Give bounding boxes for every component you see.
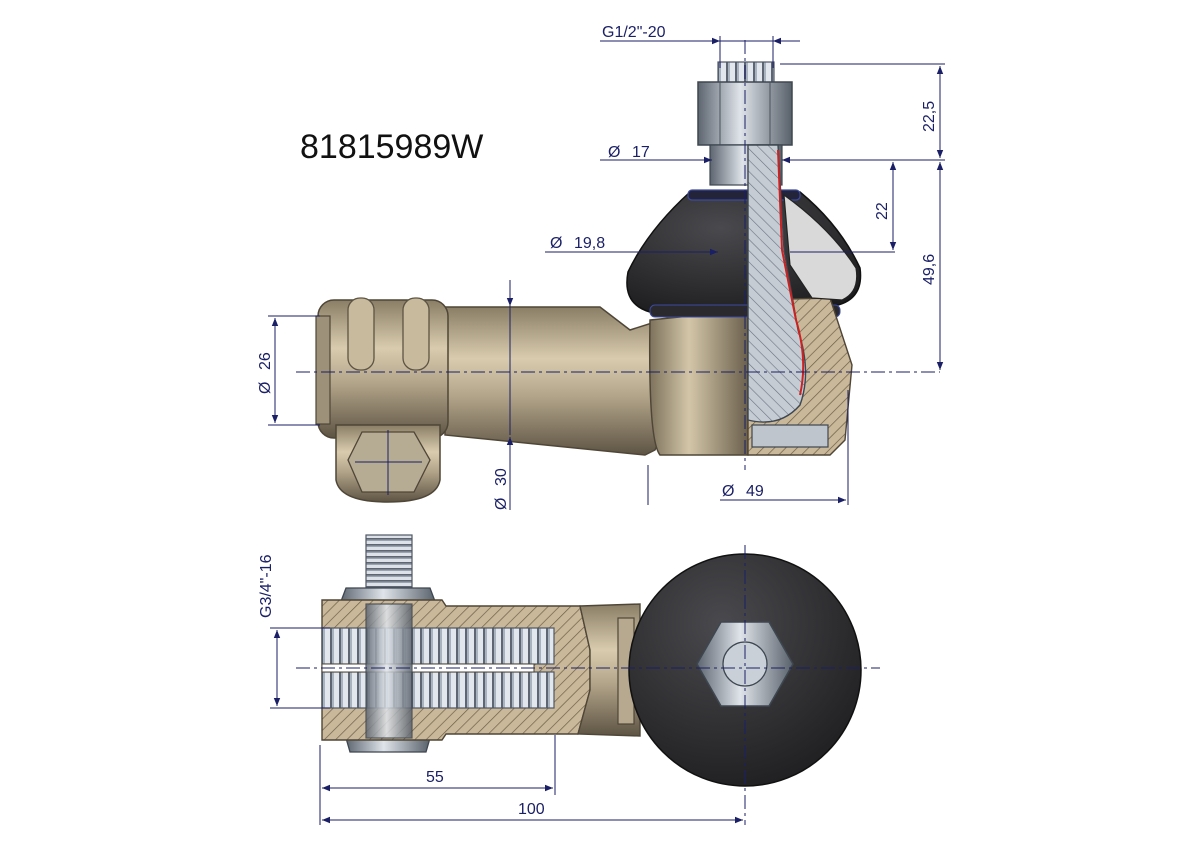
dim-d19-8: 19,8 bbox=[574, 235, 605, 252]
ball-joint-housing bbox=[648, 309, 749, 456]
dim-l100: 100 bbox=[518, 801, 545, 818]
shaft-threads-upper bbox=[321, 627, 555, 665]
dim-d17: 17 bbox=[632, 144, 650, 161]
diameter-symbol-17: Ø bbox=[608, 144, 620, 161]
dimensions-bottom: G3/4"-16 55 100 bbox=[258, 554, 743, 825]
section-boot bbox=[783, 193, 858, 301]
dim-h22: 22 bbox=[874, 202, 891, 220]
clamp-bolt-shank bbox=[365, 603, 413, 739]
dim-d30: 30 bbox=[493, 468, 510, 486]
dim-g-half-thread: G1/2"-20 bbox=[602, 24, 666, 41]
dim-h22-5: 22,5 bbox=[921, 101, 938, 132]
diameter-symbol-26: Ø bbox=[257, 382, 274, 394]
clamp-ridge-left bbox=[347, 297, 375, 371]
dim-l55: 55 bbox=[426, 769, 444, 786]
dim-g-three-quarter-thread: G3/4"-16 bbox=[258, 554, 275, 618]
clamp-bolt-thread bbox=[365, 534, 413, 592]
dim-d49: 49 bbox=[746, 483, 764, 500]
diameter-symbol-30: Ø bbox=[493, 498, 510, 510]
bearing-cup bbox=[751, 424, 829, 448]
top-view bbox=[296, 40, 940, 503]
stud-nut bbox=[697, 81, 793, 146]
dimensions-top: G1/2"-20 Ø 17 Ø 19,8 22,5 22 49,6 Ø 26 Ø… bbox=[257, 24, 945, 510]
dim-h49-6: 49,6 bbox=[921, 254, 938, 285]
part-number: 81815989W bbox=[300, 128, 484, 166]
dim-d26: 26 bbox=[257, 352, 274, 370]
shaft-end bbox=[315, 315, 331, 425]
bottom-view bbox=[296, 534, 880, 825]
diameter-symbol-19-8: Ø bbox=[550, 235, 562, 252]
diameter-symbol-49: Ø bbox=[722, 483, 734, 500]
tie-rod-shaft bbox=[444, 306, 661, 456]
shaft-threads-lower bbox=[321, 671, 555, 709]
clamp-ridge-right bbox=[402, 297, 430, 371]
section-red-line bbox=[777, 149, 805, 396]
